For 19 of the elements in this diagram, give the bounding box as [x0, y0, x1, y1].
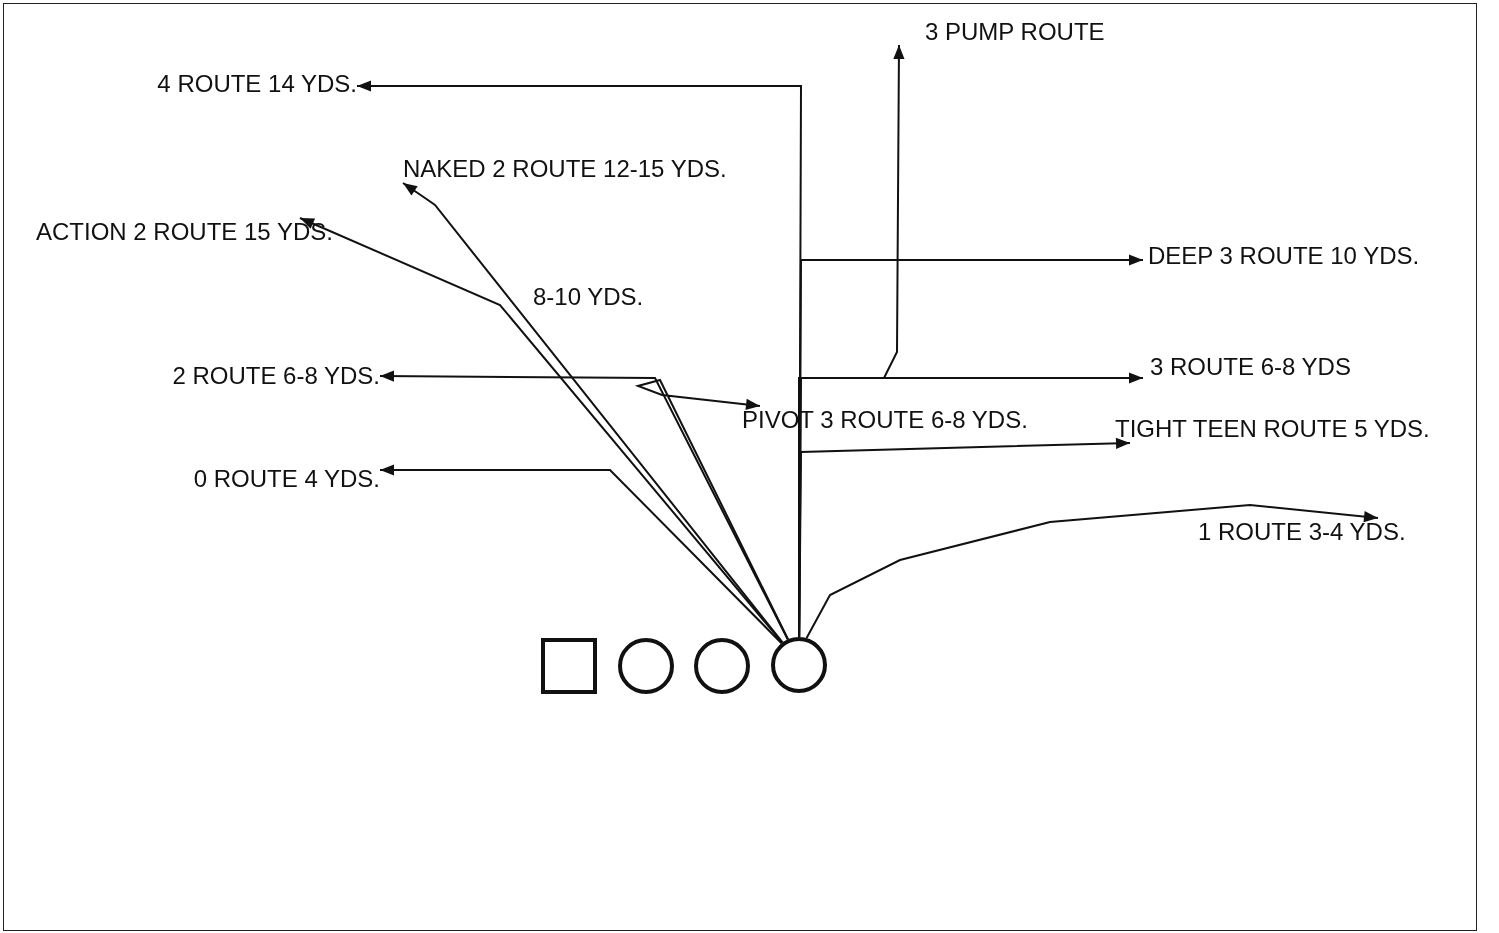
- player-circle: [618, 638, 674, 694]
- route-label: NAKED 2 ROUTE 12-15 YDS.: [403, 155, 727, 183]
- route-label: 1 ROUTE 3-4 YDS.: [1198, 518, 1406, 546]
- route-label: 0 ROUTE 4 YDS.: [193, 465, 380, 493]
- route-label: TIGHT TEEN ROUTE 5 YDS.: [1115, 415, 1430, 443]
- route-label: 2 ROUTE 6-8 YDS.: [172, 362, 380, 390]
- route-label: 3 ROUTE 6-8 YDS: [1143, 353, 1351, 381]
- route-label: DEEP 3 ROUTE 10 YDS.: [1143, 242, 1420, 270]
- player-square: [541, 638, 597, 694]
- player-circle: [771, 637, 827, 693]
- yardage-note: 8-10 YDS.: [533, 283, 644, 311]
- route-arrow: [798, 437, 1131, 638]
- player-circle: [694, 638, 750, 694]
- route-arrow: [634, 378, 789, 641]
- route-arrow: [379, 464, 783, 645]
- route-label: 4 ROUTE 14 YDS.: [157, 70, 357, 98]
- route-label: ACTION 2 ROUTE 15 YDS.: [36, 218, 333, 246]
- route-label: 3 PUMP ROUTE: [899, 18, 1105, 46]
- route-arrow: [805, 504, 1379, 639]
